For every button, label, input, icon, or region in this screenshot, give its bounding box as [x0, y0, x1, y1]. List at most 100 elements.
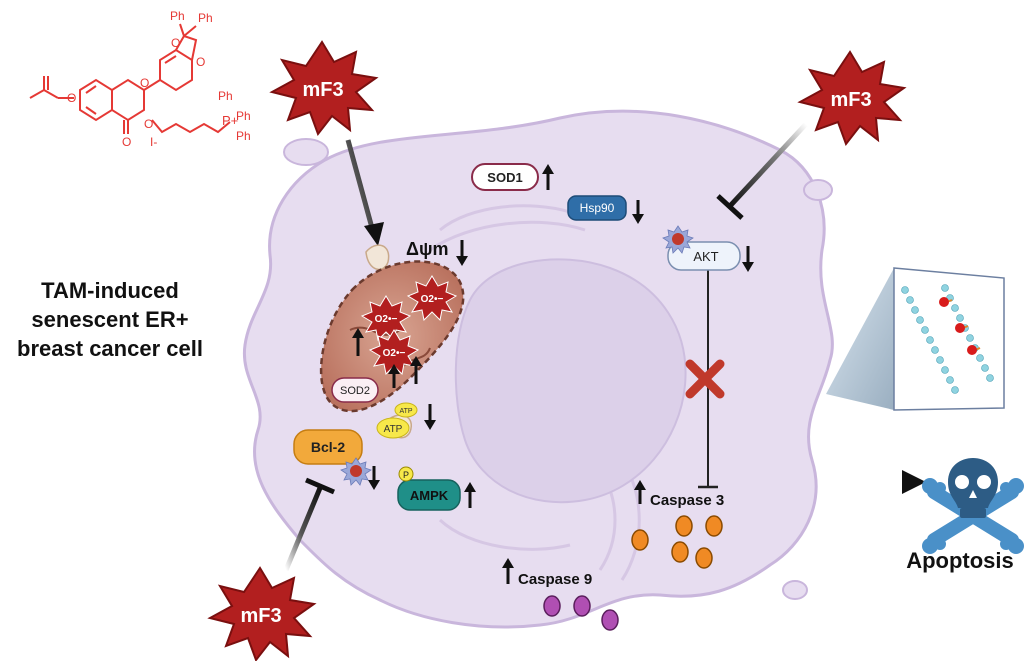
up-arrow-icon — [410, 356, 422, 384]
caspase3-label: Caspase 3 — [650, 492, 724, 509]
sod1-label: SOD1 — [487, 170, 522, 185]
nucleus — [454, 258, 687, 504]
caspase3-group: Caspase 3 — [631, 480, 724, 569]
hsp90-label: Hsp90 — [580, 201, 615, 215]
sod2-protein: SOD2 — [331, 377, 379, 403]
caspase9-label: Caspase 9 — [518, 571, 592, 588]
akt-label: AKT — [693, 249, 718, 264]
atp-group: ATP ATP — [376, 402, 436, 439]
drug-label: mF3 — [302, 79, 343, 101]
ring-a-inner — [85, 85, 97, 94]
ros-label: O2•− — [375, 314, 398, 325]
oxygen-label: O — [144, 117, 153, 131]
bound-mf3-markers — [939, 297, 981, 355]
atp-label: ATP — [399, 408, 412, 415]
to-apoptosis-arrow — [828, 470, 926, 494]
ampk-protein: AMPK P — [397, 466, 476, 511]
oxygen-label: O — [67, 91, 76, 105]
propyl-linker — [151, 119, 231, 134]
ros-icon — [406, 275, 458, 322]
mf3-burst-bottom-left: mF3 — [207, 566, 317, 661]
phospho-label: P — [403, 470, 409, 480]
hsp90-protein: Hsp90 — [567, 195, 644, 224]
iodide-label: I- — [150, 135, 157, 149]
skull-eye — [955, 475, 969, 489]
dioxole — [175, 34, 198, 61]
phenyl-label: Ph — [170, 9, 185, 23]
down-arrow-icon — [368, 466, 380, 490]
mf3-inhibits-bcl2-line — [283, 477, 335, 571]
ros-label: O2•− — [383, 348, 406, 359]
up-arrow-icon — [464, 482, 476, 508]
skull-eye — [977, 475, 991, 489]
inhibition-bar-icon — [305, 477, 335, 495]
oxygen-label: O — [196, 55, 205, 69]
atp-molecule — [376, 417, 410, 439]
drug-label: mF3 — [240, 605, 281, 627]
membrane-potential: Δψm — [406, 239, 468, 266]
phenyl-label: Ph — [236, 109, 251, 123]
mf3-inhibits-akt-line — [716, 122, 808, 220]
membrane-potential-label: Δψm — [406, 239, 449, 259]
sod2-label: SOD2 — [340, 385, 370, 397]
er-ripple — [439, 204, 571, 232]
ring-a-inner-2 — [85, 106, 97, 115]
chemical-structure — [29, 23, 231, 134]
er-ripple — [438, 518, 571, 551]
caspase3-molecule-icon — [631, 515, 723, 569]
akt-protein: AKT — [662, 225, 754, 272]
skull — [948, 458, 998, 508]
mito-membrane-fragment — [365, 244, 390, 271]
cell-bleb-1 — [283, 138, 329, 166]
inset-prism — [826, 268, 894, 410]
ros-label: O2•− — [421, 294, 444, 305]
er-ripple — [429, 220, 586, 252]
caspase9-molecule-icon — [543, 595, 619, 631]
outcome-label: Apoptosis — [906, 548, 1014, 573]
cell-label-line-3: breast cancer cell — [17, 336, 203, 361]
mf3-burst-top-right: mF3 — [797, 50, 907, 147]
ros-burst-2: O2•− — [406, 275, 458, 322]
down-arrow-icon — [424, 404, 436, 430]
oxygen-label: O — [140, 76, 149, 90]
aryl-bond — [143, 79, 161, 91]
burst-icon — [207, 566, 317, 661]
bone-ends — [922, 478, 1024, 554]
dioxole-ph-2 — [183, 25, 197, 37]
atp-label: ATP — [384, 424, 403, 435]
down-arrow-icon — [742, 246, 754, 272]
blocked-cross-icon — [685, 359, 725, 399]
inset-panel — [893, 267, 1005, 411]
dioxole-ph-1 — [179, 23, 185, 37]
up-arrow-icon — [388, 364, 400, 388]
ring-c — [111, 78, 145, 122]
phenyl-label: Ph — [218, 89, 233, 103]
down-arrow-icon — [632, 200, 644, 224]
mf3-to-mito-arrow — [345, 139, 384, 246]
down-arrow-icon — [456, 240, 468, 266]
sod1-protein: SOD1 — [471, 163, 554, 191]
up-arrow-icon — [352, 328, 364, 356]
lipid-heads — [901, 284, 994, 394]
bilayer-inset — [826, 267, 1005, 411]
cell-bleb-2 — [803, 179, 833, 201]
chemical-labels: O O O O O O Ph Ph Ph Ph Ph P+ I- — [67, 9, 251, 149]
cell-type-label: TAM-induced senescent ER+ breast cancer … — [17, 278, 203, 361]
acetate-chain — [29, 88, 59, 99]
phospho-icon — [398, 466, 414, 482]
skull-crossbones-icon — [922, 458, 1024, 554]
up-arrow-icon — [634, 480, 646, 504]
ring-b-inner — [164, 55, 177, 64]
mf3-burst-top-left: mF3 — [269, 40, 379, 137]
ampk-label: AMPK — [410, 488, 449, 503]
caspase9-group: Caspase 9 — [502, 558, 619, 631]
ros-burst-1: O2•− — [360, 295, 412, 342]
bcl2-label: Bcl-2 — [311, 439, 345, 455]
ros-icon — [360, 295, 412, 342]
inhibition-bar-icon — [716, 194, 744, 220]
up-arrow-icon — [502, 558, 514, 584]
burst-icon — [797, 50, 907, 147]
oxygen-label: O — [171, 36, 180, 50]
cell-label-line-1: TAM-induced — [41, 278, 179, 303]
